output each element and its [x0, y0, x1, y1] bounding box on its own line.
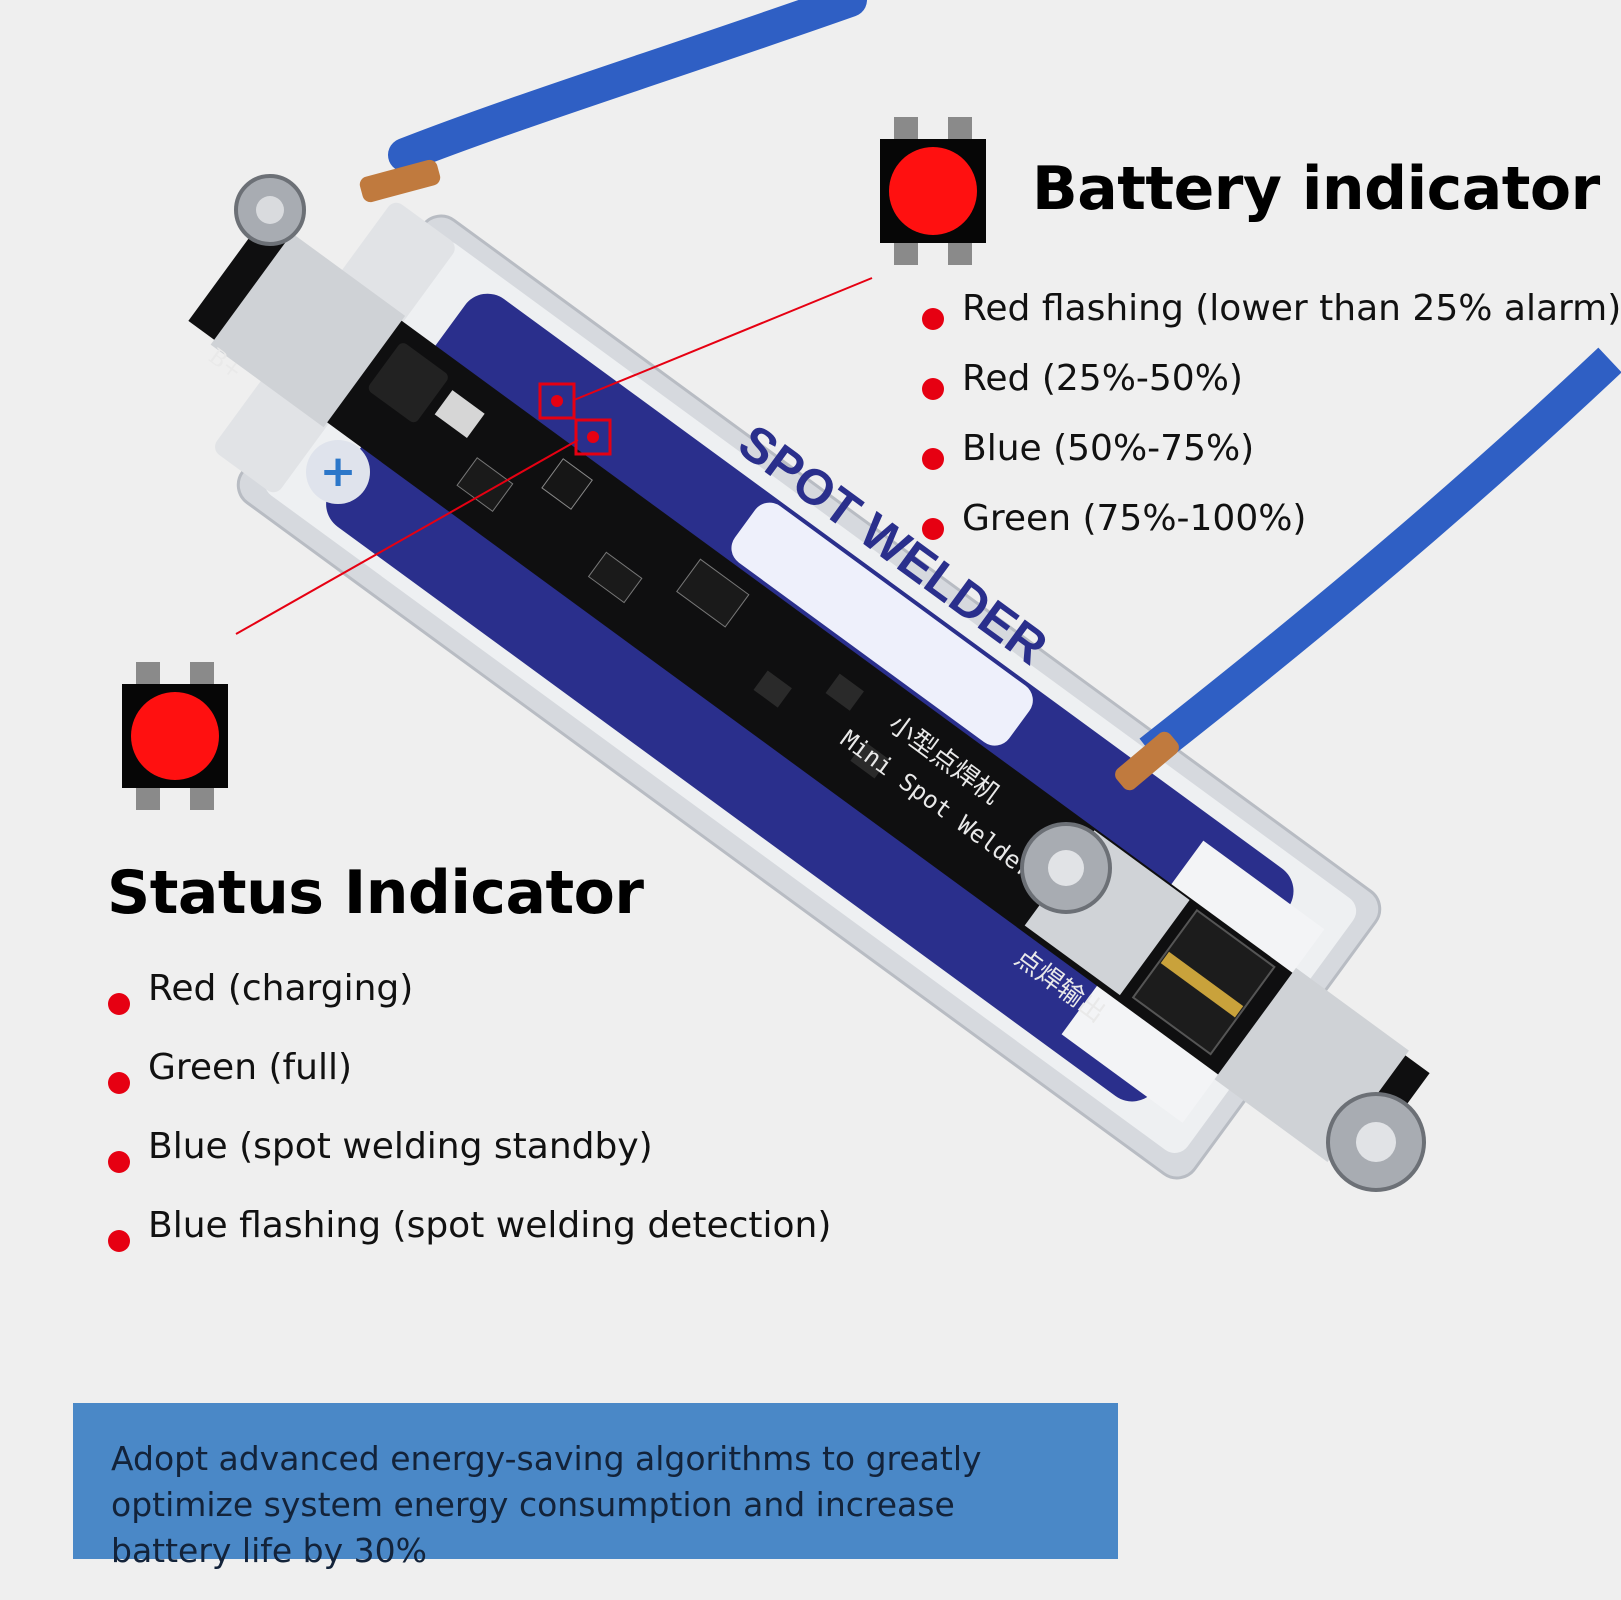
list-item: Blue (spot welding standby) [108, 1122, 831, 1201]
bolt-middle [1020, 822, 1112, 914]
list-item: Blue flashing (spot welding detection) [108, 1201, 831, 1280]
status-led-highlight [574, 418, 612, 456]
bolt-top [234, 174, 306, 246]
top-wire [388, 0, 867, 172]
battery-indicator-title: Battery indicator [1032, 154, 1600, 224]
list-item: Green (75%-100%) [922, 494, 1621, 564]
svg-text:+: + [320, 446, 357, 497]
plus-marker: + [306, 440, 370, 504]
red-led-icon [122, 662, 228, 810]
battery-callout-line [573, 277, 873, 401]
pcb-board: 小型点焊机 Mini Spot Welder 点焊输出 B+ [188, 219, 1430, 1175]
bottom-wire [1139, 347, 1621, 766]
list-item: Red flashing (lower than 25% alarm) [922, 284, 1621, 354]
battery-indicator-list: Red flashing (lower than 25% alarm) Red … [922, 284, 1621, 564]
list-item: Red (25%-50%) [922, 354, 1621, 424]
banner-text: Adopt advanced energy-saving algorithms … [111, 1439, 982, 1570]
status-indicator-title: Status Indicator [107, 858, 644, 928]
status-indicator-list: Red (charging) Green (full) Blue (spot w… [108, 964, 831, 1280]
list-item: Red (charging) [108, 964, 831, 1043]
feature-banner: Adopt advanced energy-saving algorithms … [73, 1403, 1118, 1570]
battery-led-highlight [538, 382, 576, 420]
bolt-bottom [1326, 1092, 1426, 1192]
status-callout-line [235, 439, 579, 635]
list-item: Green (full) [108, 1043, 831, 1122]
red-led-icon [880, 117, 986, 265]
list-item: Blue (50%-75%) [922, 424, 1621, 494]
